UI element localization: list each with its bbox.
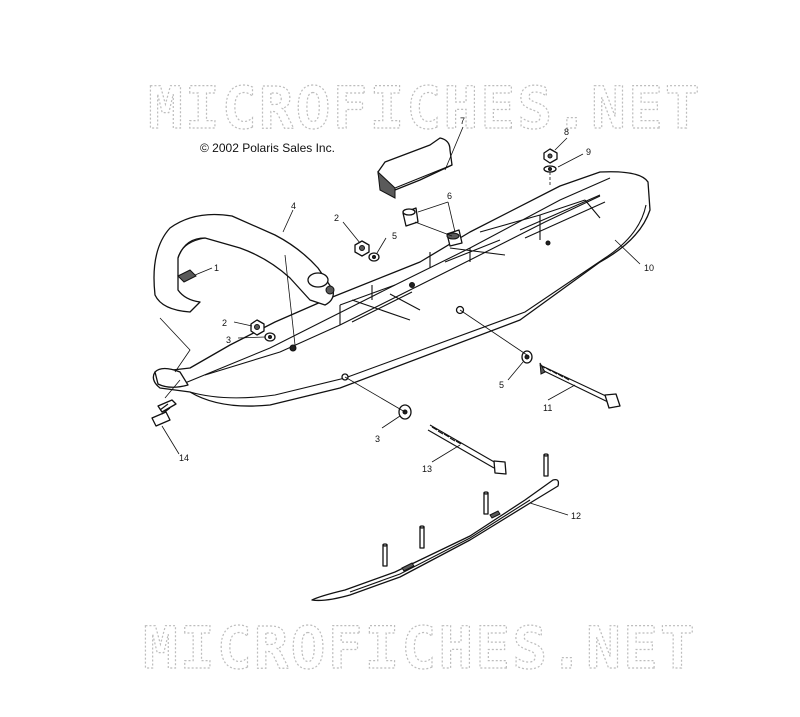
leader-lines (161, 126, 641, 516)
part-14-bolt (151, 399, 177, 427)
callout-5-lower: 5 (499, 380, 504, 390)
part-12-carbide-runner (311, 453, 560, 602)
callout-2-upper: 2 (334, 213, 339, 223)
callout-9: 9 (586, 147, 591, 157)
callout-14: 14 (179, 453, 189, 463)
callout-1: 1 (214, 263, 219, 273)
callout-5-upper: 5 (392, 231, 397, 241)
part-11-bolt (539, 362, 621, 409)
watermark-bottom: MICROFICHES.NET (143, 614, 697, 682)
callout-6: 6 (447, 191, 452, 201)
callout-12: 12 (571, 511, 581, 521)
center-lines (159, 172, 551, 413)
part-1-plate (177, 269, 197, 283)
callout-2-lower: 2 (222, 318, 227, 328)
callout-3-upper: 3 (226, 335, 231, 345)
part-6-bushings (402, 207, 463, 247)
hardware (250, 148, 558, 420)
callout-7: 7 (460, 116, 465, 126)
callout-3-lower: 3 (375, 434, 380, 444)
copyright-text: © 2002 Polaris Sales Inc. (200, 141, 335, 155)
ski (152, 171, 651, 407)
callout-10: 10 (644, 263, 654, 273)
ski-handle (153, 213, 335, 313)
callouts: 1 2 3 4 5 6 7 8 9 10 2 3 5 11 3 13 12 14 (179, 116, 654, 521)
callout-4: 4 (291, 201, 296, 211)
part-13-bolt (427, 424, 507, 475)
watermark-top: MICROFICHES.NET (148, 74, 702, 142)
callout-11: 11 (543, 403, 552, 413)
part-7-spindle-stop (377, 137, 453, 199)
callout-8: 8 (564, 127, 569, 137)
callout-13: 13 (422, 464, 432, 474)
